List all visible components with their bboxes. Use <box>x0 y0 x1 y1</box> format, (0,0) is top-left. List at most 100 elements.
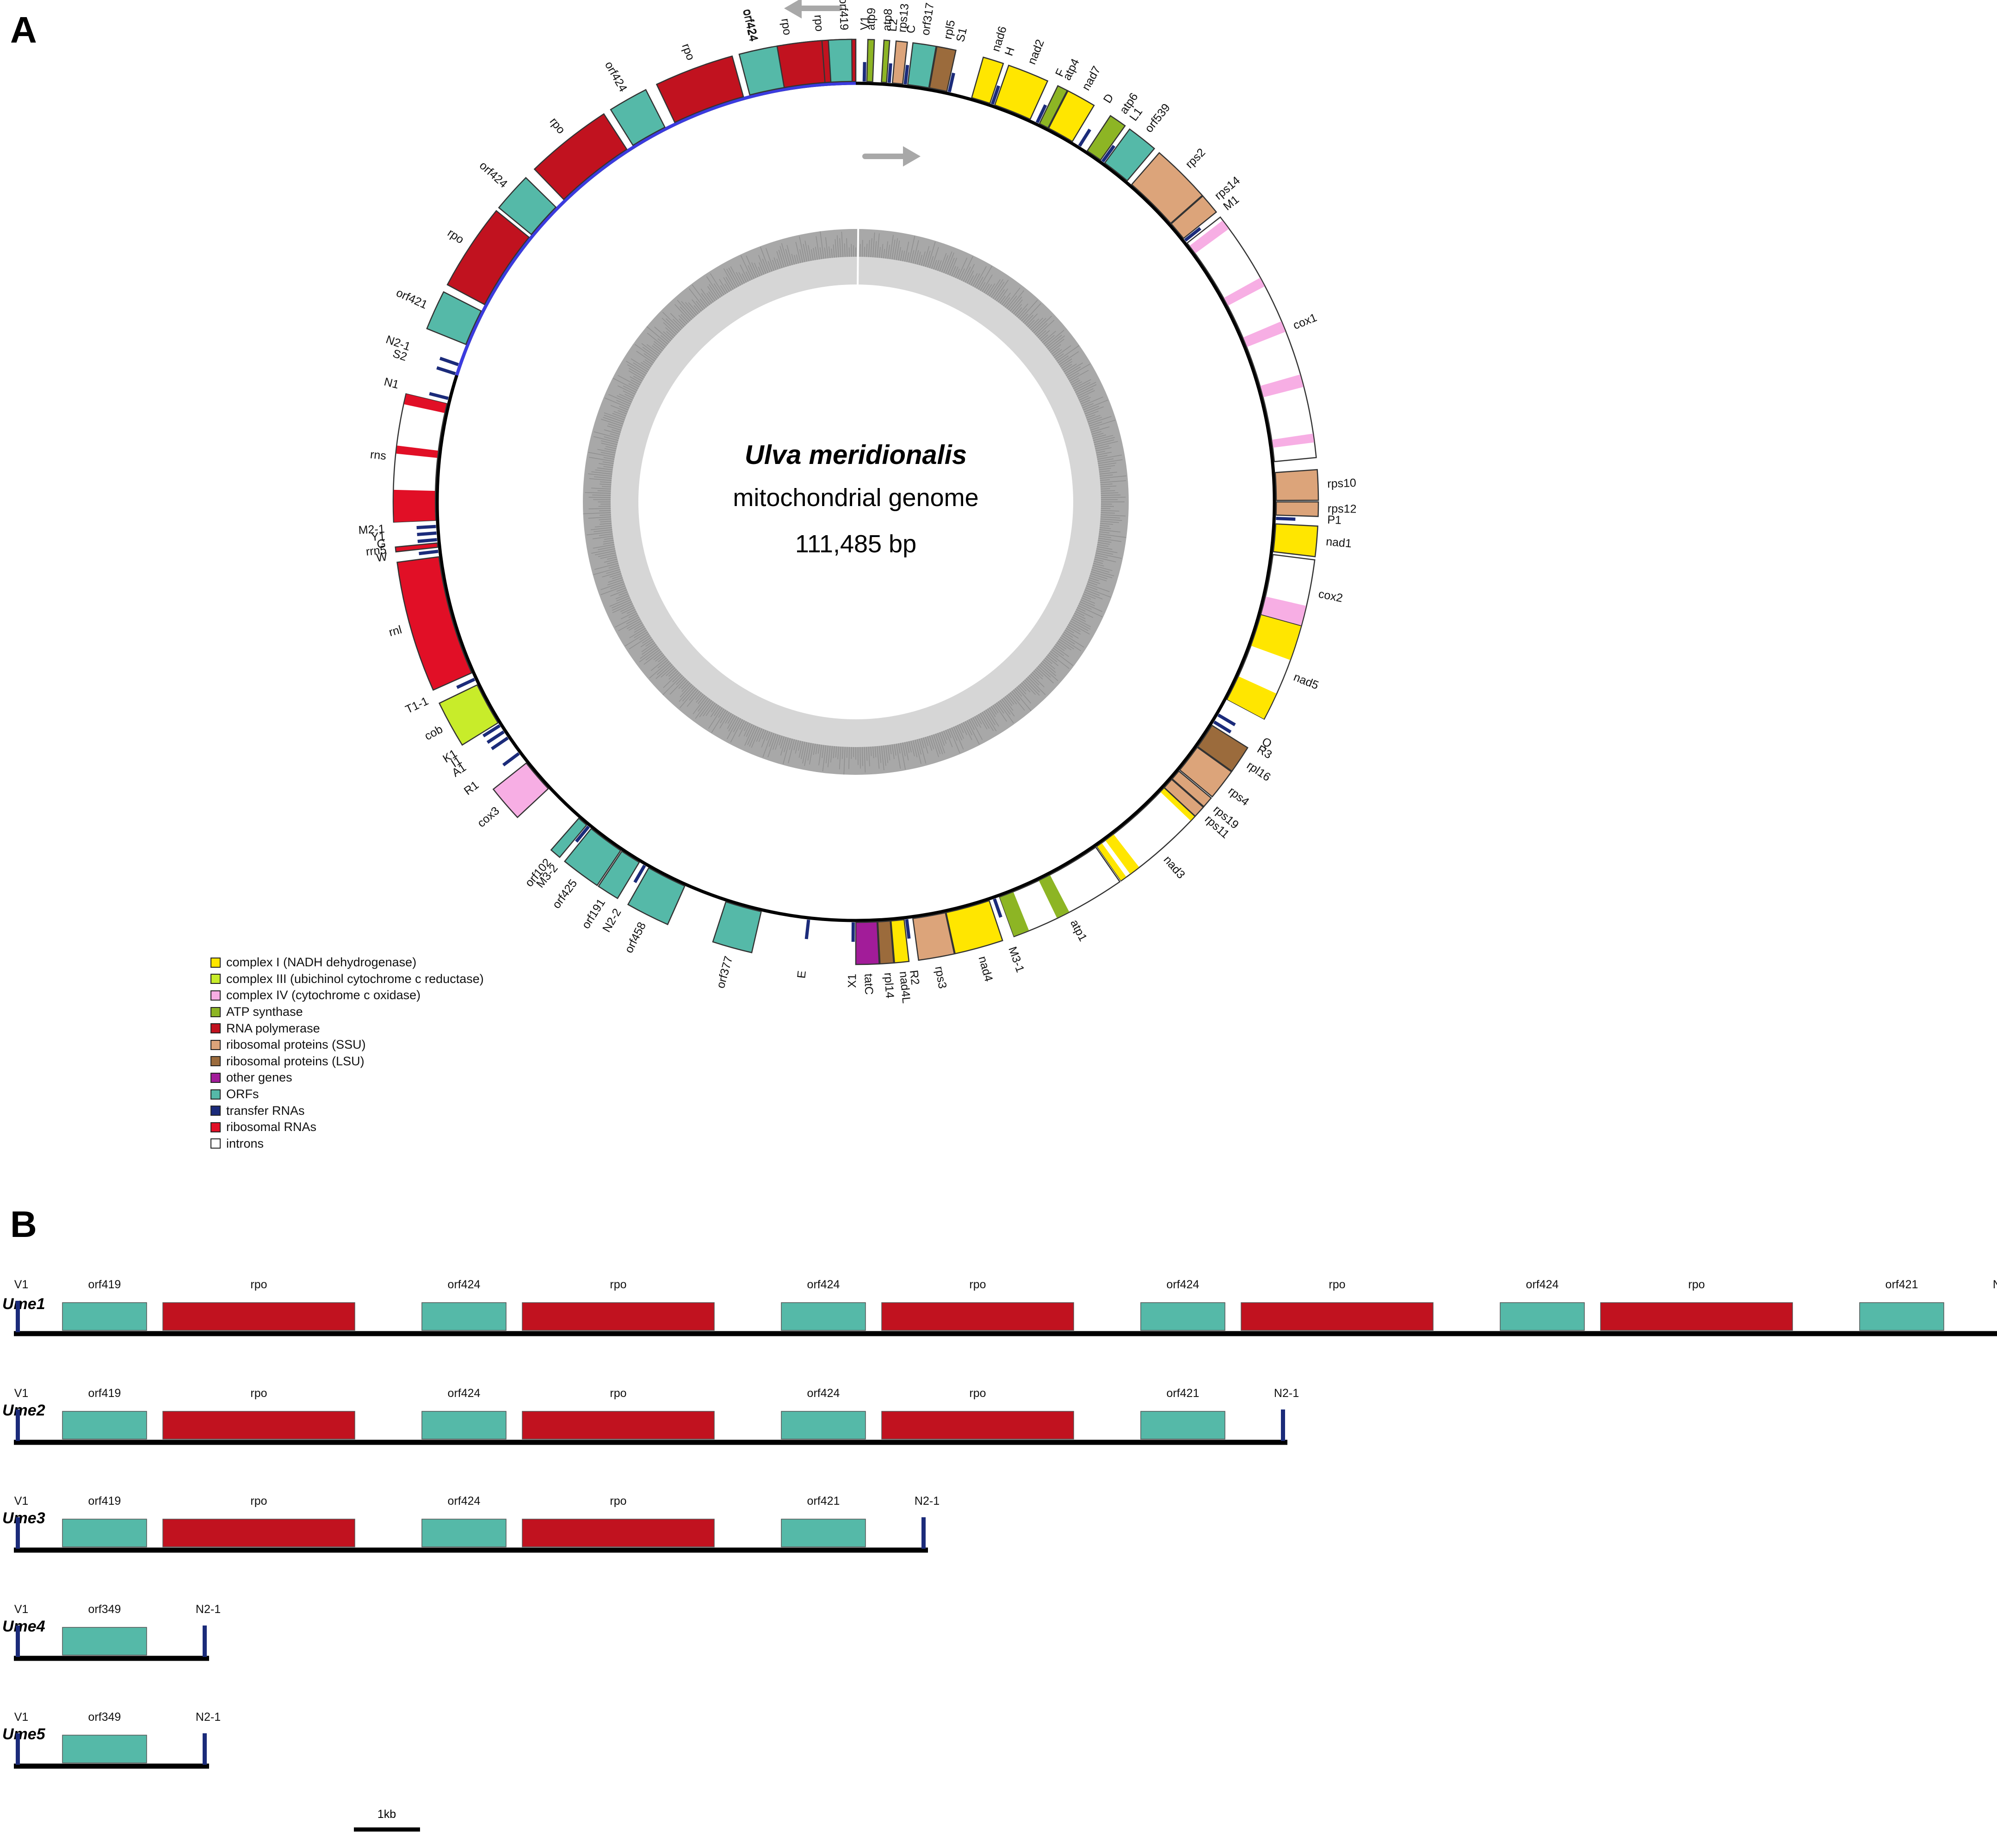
gene-label: L2 <box>886 18 900 32</box>
gc-spike <box>1009 297 1022 312</box>
gc-spike <box>681 301 695 317</box>
gc-spike <box>602 571 621 578</box>
gc-spike <box>766 731 771 741</box>
linear-rnap-box <box>162 1302 355 1331</box>
species-name: Ulva meridionalis <box>744 440 967 470</box>
gc-spike <box>1096 548 1118 553</box>
gc-spike <box>645 640 654 647</box>
gc-spike <box>931 247 939 269</box>
gc-spike <box>848 247 850 257</box>
gc-spike <box>591 548 615 554</box>
linear-trna <box>16 1625 20 1657</box>
gc-spike <box>643 361 652 367</box>
trna-H <box>990 85 1001 105</box>
gc-spike <box>1042 331 1056 343</box>
gc-spike <box>749 726 759 747</box>
gene-label: N2-2 <box>600 906 624 934</box>
gc-spike <box>996 289 1005 302</box>
gc-spike <box>870 238 872 258</box>
gc-spike <box>1077 607 1086 612</box>
gc-spike <box>947 729 952 738</box>
gc-spike <box>1083 406 1099 413</box>
gc-spike <box>1094 561 1103 564</box>
gene-label: S1 <box>954 26 970 43</box>
gc-spike <box>668 668 677 677</box>
gc-spike <box>1013 689 1032 711</box>
gc-spike <box>1094 559 1104 562</box>
gc-spike <box>594 476 612 479</box>
gene-label: orf419 <box>837 0 851 31</box>
linear-map-title: Ume2 <box>2 1402 45 1419</box>
gc-spike <box>1078 605 1103 618</box>
gc-spike <box>604 448 616 451</box>
gc-spike <box>681 681 689 689</box>
gene-label: nad4 <box>976 955 995 983</box>
gc-spike <box>1057 640 1072 650</box>
gc-spike <box>646 326 668 345</box>
gc-spike <box>686 691 700 707</box>
gc-spike <box>730 266 741 286</box>
gc-spike <box>669 678 686 695</box>
gc-spike <box>658 655 666 662</box>
gc-spike <box>1016 686 1032 704</box>
gene-label: rps13 <box>896 3 911 33</box>
gc-spike <box>1100 483 1113 485</box>
trna-L2 <box>887 63 892 83</box>
gc-spike <box>680 684 692 698</box>
gc-spike <box>647 333 666 348</box>
gc-spike <box>780 736 785 749</box>
gc-spike <box>604 436 619 441</box>
linear-gene-label: orf424 <box>448 1387 481 1400</box>
linear-orf-box <box>62 1735 147 1763</box>
legend-item: complex I (NADH dehydrogenase) <box>210 954 484 971</box>
gc-spike <box>1092 433 1104 437</box>
gc-spike <box>1030 317 1044 331</box>
genome-features <box>392 38 1319 965</box>
gc-spike <box>1100 485 1117 488</box>
trna-N1 <box>429 392 449 400</box>
gc-spike <box>685 302 697 316</box>
gc-spike <box>902 742 906 756</box>
gc-spike <box>631 379 641 385</box>
gc-spike <box>1049 339 1064 352</box>
gc-spike <box>1050 651 1059 658</box>
gc-spike <box>657 338 667 346</box>
gene-label: rns <box>370 448 387 463</box>
gc-spike <box>1094 556 1116 562</box>
gene-rpo <box>655 55 744 124</box>
gc-spike <box>822 745 824 758</box>
legend-label: other genes <box>226 1070 292 1085</box>
gc-spike <box>601 419 623 426</box>
gc-spike <box>636 351 654 364</box>
gc-spike <box>1027 320 1035 328</box>
gc-spike <box>1099 531 1110 534</box>
gc-spike <box>1026 678 1040 692</box>
gc-spike <box>628 370 644 380</box>
trna-S1 <box>947 73 955 93</box>
gc-spike <box>1054 645 1070 657</box>
gc-spike <box>655 654 664 662</box>
gc-spike <box>1061 361 1073 369</box>
gc-spike <box>793 740 797 750</box>
gc-spike <box>1100 516 1120 519</box>
gene-label: rps10 <box>1327 476 1357 490</box>
gc-spike <box>819 247 822 260</box>
linear-orf-box <box>1859 1302 1944 1331</box>
linear-orf-box <box>62 1519 147 1547</box>
trna-M2-1 <box>416 525 436 530</box>
gc-spike <box>923 737 928 754</box>
gc-spike <box>751 727 760 748</box>
gc-spike <box>600 440 618 445</box>
gc-spike <box>877 233 880 258</box>
gc-content-center <box>638 284 1073 719</box>
gc-spike <box>1077 388 1094 397</box>
gene-label: tatC <box>862 973 875 995</box>
legend-swatch <box>210 1072 221 1083</box>
exon-cox1 <box>1224 278 1265 306</box>
gc-spike <box>872 232 875 258</box>
gc-spike <box>628 368 645 378</box>
gc-spike <box>1097 544 1109 547</box>
gc-spike <box>682 686 695 702</box>
scale-bar-label: 1kb <box>377 1808 396 1821</box>
